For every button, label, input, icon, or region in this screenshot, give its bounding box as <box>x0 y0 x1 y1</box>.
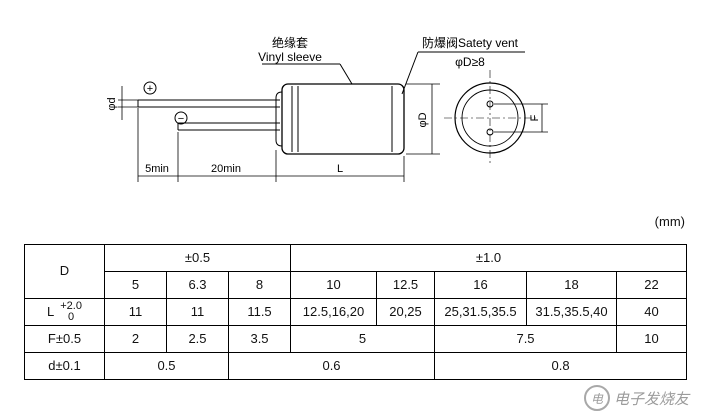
diameter-cell: 8 <box>227 271 292 299</box>
dim-phi-D: φD <box>417 112 429 127</box>
table-row: 5 6.3 8 10 12.5 16 18 22 <box>25 271 688 299</box>
length-cell: 11 <box>166 298 229 326</box>
spacing-cell: 7.5 <box>434 325 618 353</box>
length-cell: 11 <box>104 298 167 326</box>
vent-condition: φD≥8 <box>455 55 485 69</box>
spacing-cell: 3.5 <box>227 325 292 353</box>
vent-label: 防爆阀Satety vent <box>422 35 519 50</box>
row-label-F: F±0.5 <box>24 325 105 353</box>
L-symbol: L <box>47 303 55 319</box>
plus-icon <box>143 81 157 95</box>
diameter-cell: 12.5 <box>376 271 436 299</box>
length-cell: 31.5,35.5,40 <box>526 298 618 326</box>
minus-symbol: − <box>178 113 184 125</box>
length-cell: 11.5 <box>227 298 292 326</box>
header-D: D <box>24 244 105 299</box>
spacing-cell: 10 <box>616 325 688 353</box>
tolerance-group-05: ±0.5 <box>103 244 292 272</box>
diameter-cell: 18 <box>526 271 618 299</box>
dim-20min: 20min <box>211 163 241 175</box>
insulation-label-cn: 绝缘套 <box>272 35 308 50</box>
table-row: F±0.5 2 2.5 3.5 5 7.5 10 <box>24 325 688 353</box>
length-cell: 20,25 <box>376 298 436 326</box>
table-row: d±0.1 0.5 0.6 0.8 <box>24 352 688 380</box>
minus-icon <box>174 111 188 125</box>
length-cell: 25,31.5,35.5 <box>434 298 528 326</box>
tolerance-group-10: ±1.0 <box>290 244 688 272</box>
length-cell: 12.5,16,20 <box>290 298 378 326</box>
insulation-label-en: Vinyl sleeve <box>258 50 322 64</box>
dimension-table: D ±0.5 ±1.0 5 6.3 8 10 12.5 16 18 22 L +… <box>24 244 688 380</box>
lead-diameter-cell: 0.6 <box>227 352 436 380</box>
lead-diameter-cell: 0.5 <box>104 352 229 380</box>
dim-L: L <box>337 163 343 175</box>
diameter-cell: 10 <box>290 271 378 299</box>
watermark-text: 电子发烧友 <box>613 390 689 408</box>
length-cell: 40 <box>616 298 688 326</box>
watermark-logo-icon: 电 <box>583 385 610 411</box>
unit-label: (mm) <box>654 214 685 229</box>
L-tolerance-upper: +2.0 <box>60 300 82 312</box>
lead-diameter-cell: 0.8 <box>434 352 688 380</box>
diameter-cell: 6.3 <box>166 271 229 299</box>
spacing-cell: 5 <box>290 325 436 353</box>
dim-phi-d: φd <box>106 97 118 110</box>
table-row: L +2.0 0 11 11 11.5 12.5,16,20 20,25 25,… <box>24 298 688 326</box>
capacitor-body <box>281 83 405 155</box>
row-label-d: d±0.1 <box>24 352 105 380</box>
diameter-cell: 22 <box>616 271 688 299</box>
spacing-cell: 2 <box>104 325 167 353</box>
spacing-cell: 2.5 <box>166 325 229 353</box>
dim-F: F <box>529 114 541 121</box>
plus-symbol: + <box>147 83 153 95</box>
capacitor-dimension-drawing: + − φd 5min 20min L φD F 绝缘套 Vinyl sleev… <box>106 35 548 182</box>
L-tolerance-lower: 0 <box>68 311 75 323</box>
table-row: D ±0.5 ±1.0 <box>24 244 688 299</box>
diameter-cell: 5 <box>104 271 167 299</box>
row-label-L: L +2.0 0 <box>24 298 105 326</box>
dim-5min: 5min <box>145 163 169 175</box>
watermark: 电 电子发烧友 <box>583 385 689 411</box>
diameter-cell: 16 <box>434 271 528 299</box>
